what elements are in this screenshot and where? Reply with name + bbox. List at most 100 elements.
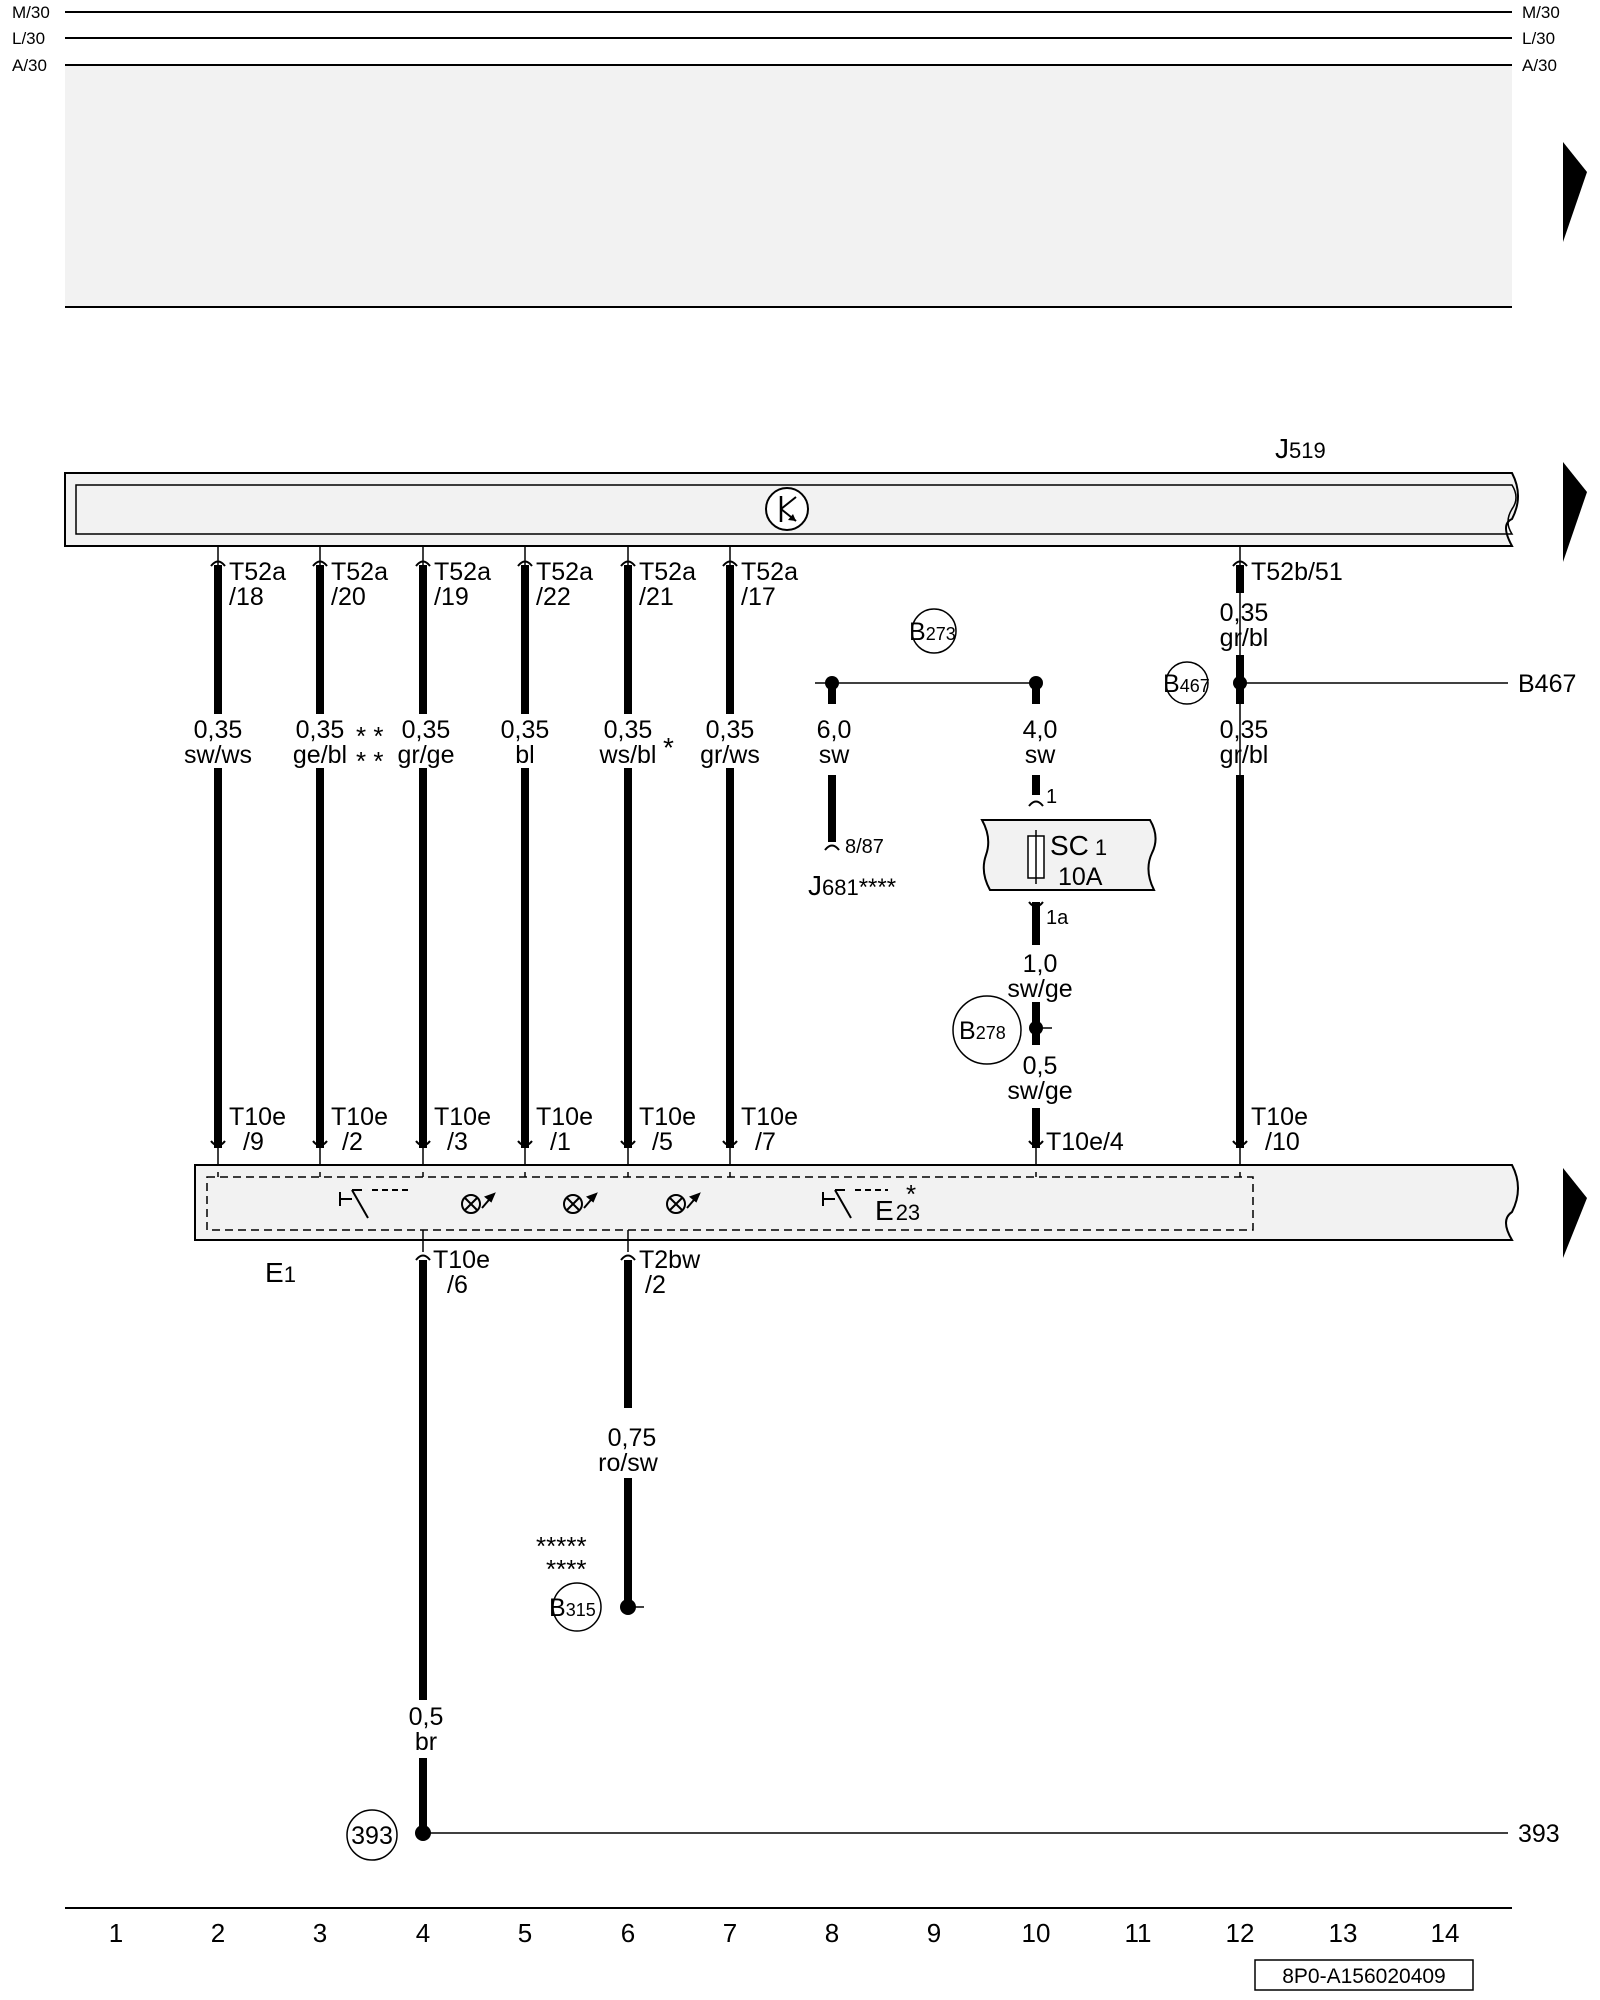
- lamp-dimmer-icon: [666, 1192, 701, 1214]
- wire-color: gr/bl: [1220, 741, 1269, 769]
- wire-size: 0,35: [501, 716, 550, 744]
- column-number: 6: [621, 1918, 635, 1948]
- wire-color: ws/bl: [599, 741, 657, 769]
- column-number: 7: [723, 1918, 737, 1948]
- wire-color: ro/sw: [598, 1449, 659, 1477]
- rail-label-right: M/30: [1522, 3, 1560, 22]
- col4-lower-wire: T10e /6 0,5 br: [409, 1230, 490, 1833]
- pin-label: /2: [645, 1271, 666, 1299]
- footnote-mark: * *: [356, 746, 383, 776]
- column-number: 8: [825, 1918, 839, 1948]
- wire-size: 1,0: [1023, 950, 1058, 978]
- column-number: 10: [1022, 1918, 1051, 1948]
- pin-label: T10e: [433, 1246, 490, 1274]
- wire-size: 0,75: [608, 1424, 657, 1452]
- b273-splice-group: B273: [815, 608, 1043, 690]
- splice-label: B273: [909, 618, 956, 646]
- power-rails: M/30 L/30 A/30 M/30 L/30 A/30: [12, 3, 1560, 308]
- j519-control-unit: J519: [64, 433, 1519, 547]
- pin-label: /9: [243, 1128, 264, 1156]
- lamp-dimmer-icon: [563, 1192, 598, 1214]
- column-number: 13: [1329, 1918, 1358, 1948]
- column-number: 2: [211, 1918, 225, 1948]
- pin-label: /1: [550, 1128, 571, 1156]
- footnote-mark: *: [663, 732, 674, 763]
- splice-label: B315: [549, 1594, 596, 1622]
- wire-size: 6,0: [817, 716, 852, 744]
- e23-label: E23: [875, 1195, 920, 1226]
- pin-label: T10e/4: [1046, 1128, 1124, 1156]
- wire-size: 0,35: [194, 716, 243, 744]
- pin-label: 1: [1046, 786, 1057, 808]
- column-number: 11: [1125, 1918, 1152, 1948]
- pin-label: /10: [1265, 1128, 1300, 1156]
- splice-b273-icon: [911, 608, 957, 654]
- wire-color: bl: [515, 741, 534, 769]
- column-number: 3: [313, 1918, 327, 1948]
- splice-label: B467: [1163, 670, 1210, 698]
- rail-label-left: M/30: [12, 3, 50, 22]
- ground-393: 393 393: [346, 1809, 1560, 1861]
- pin-label: 8/87: [845, 836, 884, 858]
- footnote-mark: *: [906, 1179, 916, 1209]
- wire-size: 0,35: [296, 716, 345, 744]
- pin-label: T52a: [434, 558, 491, 586]
- diagram-code: 8P0-A156020409: [1254, 1959, 1474, 1991]
- splice-label: B278: [959, 1017, 1006, 1045]
- pin-label: T52a: [229, 558, 286, 586]
- wire-color: br: [415, 1728, 437, 1756]
- wire-color: gr/ws: [700, 741, 760, 769]
- pin-label: T52a: [331, 558, 388, 586]
- wire-color: sw/ge: [1007, 1077, 1072, 1105]
- fuse-amp: 10A: [1058, 863, 1103, 891]
- footnote-marks: * * * * *: [356, 721, 674, 776]
- j519-label: J519: [1275, 433, 1326, 464]
- e1-label: E1: [265, 1257, 296, 1288]
- wire-size: 4,0: [1023, 716, 1058, 744]
- pin-label: /21: [639, 583, 674, 611]
- wire-size: 0,5: [409, 1703, 444, 1731]
- rail-label-right: L/30: [1522, 29, 1555, 48]
- wire-size: 0,35: [1220, 599, 1269, 627]
- pin-label: T10e: [434, 1103, 491, 1131]
- wire-color: sw: [819, 741, 851, 769]
- column-number: 12: [1226, 1918, 1255, 1948]
- lamp-dimmer-icon: [461, 1192, 496, 1214]
- pin-label: T52a: [536, 558, 593, 586]
- pin-label: T10e: [741, 1103, 798, 1131]
- wire-size: 0,35: [1220, 716, 1269, 744]
- switch-icon: [822, 1189, 888, 1219]
- rail-label-left: A/30: [12, 56, 47, 75]
- pin-label: /2: [342, 1128, 363, 1156]
- column-numbers: 1 2 3 4 5 6 7 8 9 10 11 12 13 14: [65, 1907, 1512, 1948]
- pin-label: T10e: [331, 1103, 388, 1131]
- pin-label: /7: [755, 1128, 776, 1156]
- footnote-mark: ****: [546, 1554, 586, 1584]
- bottom-pin-labels: T10e /9 T10e /2 T10e /3 T10e /1 T10e /5 …: [229, 1103, 798, 1156]
- col8-wire: 6,0 sw 8/87 J681****: [808, 683, 896, 901]
- continuation-arrow[interactable]: [1563, 1168, 1587, 1258]
- wire-color: gr/ge: [398, 741, 455, 769]
- ref-label: 393: [1518, 1820, 1560, 1848]
- e1-switch-unit: E23 * E1: [194, 1164, 1519, 1288]
- pin-label: 1a: [1046, 907, 1069, 929]
- pin-label: T52b/51: [1251, 558, 1343, 586]
- pin-label: /5: [652, 1128, 673, 1156]
- pin-label: T10e: [1251, 1103, 1308, 1131]
- ground-label: 393: [351, 1822, 393, 1850]
- wire-color: gr/bl: [1220, 624, 1269, 652]
- wire-size: 0,5: [1023, 1052, 1058, 1080]
- continuation-arrow[interactable]: [1563, 142, 1587, 242]
- rail-label-right: A/30: [1522, 56, 1557, 75]
- pin-label: T2bw: [639, 1246, 701, 1274]
- ref-label: B467: [1518, 670, 1576, 698]
- pin-label: /3: [447, 1128, 468, 1156]
- splice-b278-icon: [952, 995, 1022, 1065]
- wires-top-group: [170, 546, 770, 1172]
- wire-size: 0,35: [402, 716, 451, 744]
- wire-labels: 0,35 sw/ws 0,35 ge/bl 0,35 gr/ge 0,35 bl…: [184, 716, 760, 769]
- continuation-arrow[interactable]: [1563, 462, 1587, 562]
- pin-label: T52a: [639, 558, 696, 586]
